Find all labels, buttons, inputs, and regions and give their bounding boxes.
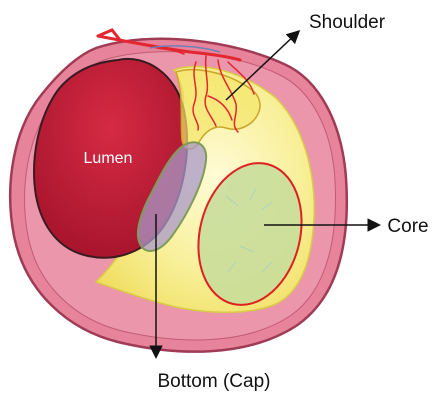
bottom-cap-label: Bottom (Cap): [158, 371, 271, 392]
shoulder-label: Shoulder: [309, 12, 386, 33]
lumen-label: Lumen: [84, 150, 133, 167]
core-label: Core: [387, 216, 428, 237]
